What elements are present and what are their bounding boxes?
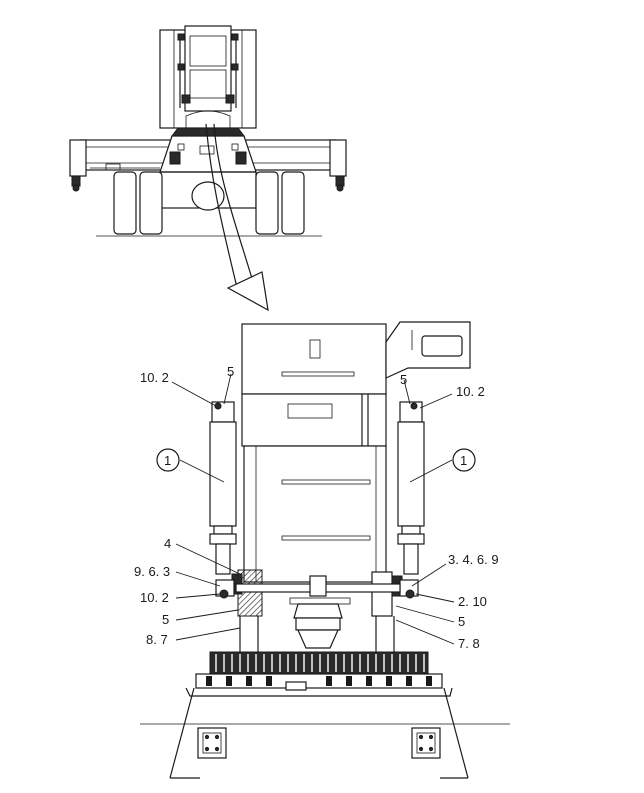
callout-circle-right <box>452 448 476 472</box>
callout-4-left: 4 <box>164 536 171 551</box>
callout-10-2-top-left: 10. 2 <box>140 370 169 385</box>
callout-10-2-left: 10. 2 <box>140 590 169 605</box>
leader-lines <box>171 373 455 645</box>
callout-1-right: 1 <box>460 453 467 468</box>
callout-10-2-top-right: 10. 2 <box>456 384 485 399</box>
callout-5-left: 5 <box>162 612 169 627</box>
detail-view <box>140 321 510 779</box>
overview-machine <box>69 25 347 312</box>
callout-8-7: 8. 7 <box>146 632 168 647</box>
callout-5-right: 5 <box>458 614 465 629</box>
callout-1-left: 1 <box>164 453 171 468</box>
callout-5-top-right: 5 <box>400 372 407 387</box>
callout-3-4-6-9: 3. 4. 6. 9 <box>448 552 499 567</box>
callout-2-10: 2. 10 <box>458 594 487 609</box>
callout-5-top-left: 5 <box>227 364 234 379</box>
callout-9-6-3: 9. 6. 3 <box>134 564 170 579</box>
callout-labels: 10. 2 5 5 10. 2 1 1 4 9. 6. 3 10. 2 5 8.… <box>134 364 499 651</box>
callout-7-8: 7. 8 <box>458 636 480 651</box>
callout-circle-left <box>156 448 180 472</box>
